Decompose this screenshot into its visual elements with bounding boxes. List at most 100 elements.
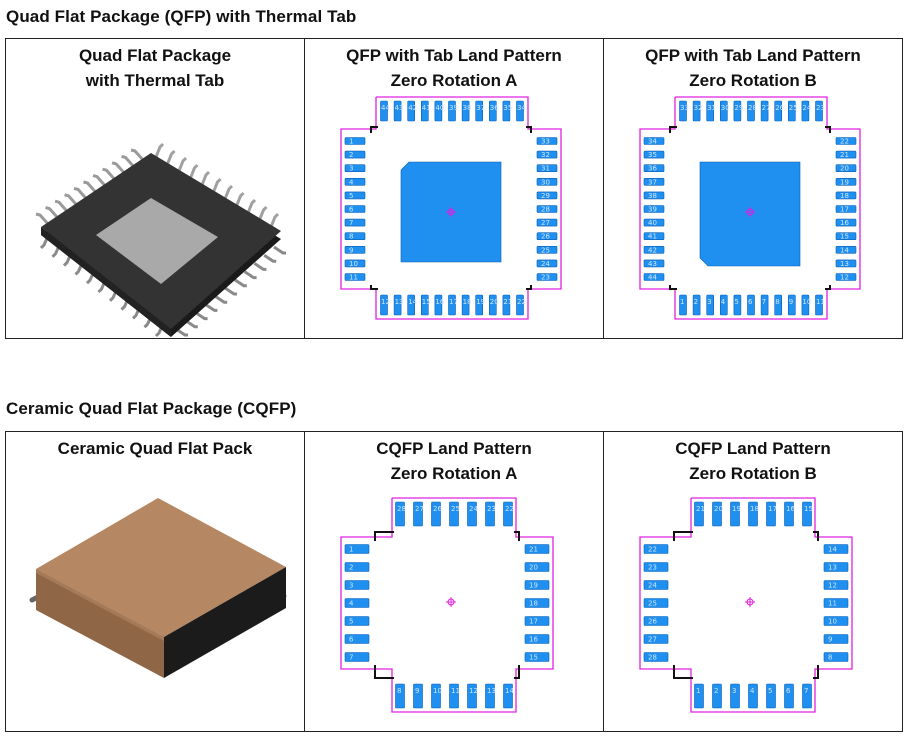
pad (643, 164, 665, 172)
thermal-tab (96, 198, 218, 284)
lead (111, 161, 126, 174)
lead (166, 149, 176, 165)
pad (344, 652, 370, 662)
pad-label: 3 (732, 687, 736, 695)
lead (200, 170, 211, 186)
pad (774, 294, 782, 316)
pad (748, 683, 758, 709)
pad (835, 178, 857, 186)
pad-label: 30 (541, 178, 550, 186)
pad (395, 501, 405, 527)
lead (214, 294, 228, 304)
pad (536, 191, 558, 200)
pad-label: 33 (680, 104, 689, 112)
pad-label: 1 (349, 546, 353, 554)
pad-label: 4 (721, 298, 726, 306)
pad (344, 598, 370, 608)
pad-label: 12 (469, 687, 478, 695)
pad-label: 21 (503, 298, 512, 306)
pad-label: 27 (541, 219, 550, 227)
silk-corner (825, 126, 831, 133)
lead (263, 253, 277, 263)
pad-label: 3 (349, 165, 353, 173)
pad (344, 205, 366, 213)
pad-label: 12 (828, 582, 837, 590)
pad (344, 562, 370, 572)
pad-label: 21 (840, 151, 849, 159)
pad (823, 544, 849, 554)
lead (102, 167, 116, 181)
pad (643, 205, 665, 213)
qfp-3d-cell: Quad Flat Package with Thermal Tab (5, 38, 305, 339)
pad-label: 2 (349, 151, 353, 159)
pad-label: 16 (786, 505, 795, 513)
pad (344, 164, 366, 172)
pad (475, 294, 483, 316)
pad-label: 13 (840, 260, 849, 268)
pad-label: 6 (786, 687, 791, 695)
lead (175, 327, 188, 337)
pad-label: 3 (707, 298, 711, 306)
pad-label: 10 (433, 687, 442, 695)
pad-label: 34 (648, 138, 657, 146)
pad-label: 27 (415, 505, 424, 513)
qfp-3d-illustration (35, 142, 286, 338)
pad (449, 501, 459, 527)
pad-label: 20 (840, 165, 849, 173)
pad-label: 15 (529, 654, 538, 662)
pad-label: 40 (648, 219, 657, 227)
pad-label: 19 (840, 178, 849, 186)
cqfp-3d-cell: Ceramic Quad Flat Pack (5, 431, 305, 732)
silk-corner (526, 285, 532, 290)
silk-corner (673, 665, 693, 679)
lead (130, 148, 145, 161)
lead (83, 180, 97, 193)
pad (502, 100, 511, 122)
pad (643, 273, 665, 281)
pad (823, 598, 849, 608)
pad (344, 137, 366, 145)
pad (434, 100, 443, 122)
pad-label: 15 (804, 505, 813, 513)
pad (835, 150, 857, 159)
pad (475, 100, 483, 122)
pad (344, 634, 370, 644)
pad (516, 294, 524, 316)
pad-label: 31 (541, 165, 550, 173)
pad-label: 28 (648, 654, 657, 662)
pad (448, 100, 456, 122)
pad (344, 232, 366, 240)
cell-title: CQFP Land Pattern Zero Rotation A (376, 439, 532, 483)
lead (92, 174, 107, 187)
pad-label: 12 (381, 298, 390, 306)
pad-label: 10 (349, 260, 358, 268)
pad-label: 31 (707, 104, 716, 112)
pad-label: 18 (529, 600, 538, 608)
pad-label: 1 (680, 298, 684, 306)
pad-label: 17 (529, 618, 538, 626)
silk-corner (514, 665, 520, 679)
pad-label: 28 (541, 206, 550, 214)
pad-label: 30 (721, 104, 730, 112)
pad-label: 7 (762, 298, 766, 306)
pad-label: 20 (714, 505, 723, 513)
pad (720, 294, 728, 316)
pad-label: 9 (789, 298, 793, 306)
pad-label: 26 (433, 505, 442, 513)
pad-label: 7 (804, 687, 808, 695)
pad-label: 36 (490, 104, 499, 112)
silk-corner (813, 531, 819, 541)
pad (421, 294, 429, 316)
pad (344, 218, 366, 227)
pad (344, 178, 366, 186)
pad-label: 26 (648, 618, 657, 626)
pad-label: 32 (694, 104, 703, 112)
pad (344, 544, 370, 554)
lead (235, 191, 245, 207)
pad-label: 22 (505, 505, 514, 513)
pad-label: 6 (349, 206, 354, 214)
pad (524, 616, 550, 626)
pad (835, 259, 857, 268)
pad (835, 246, 857, 254)
